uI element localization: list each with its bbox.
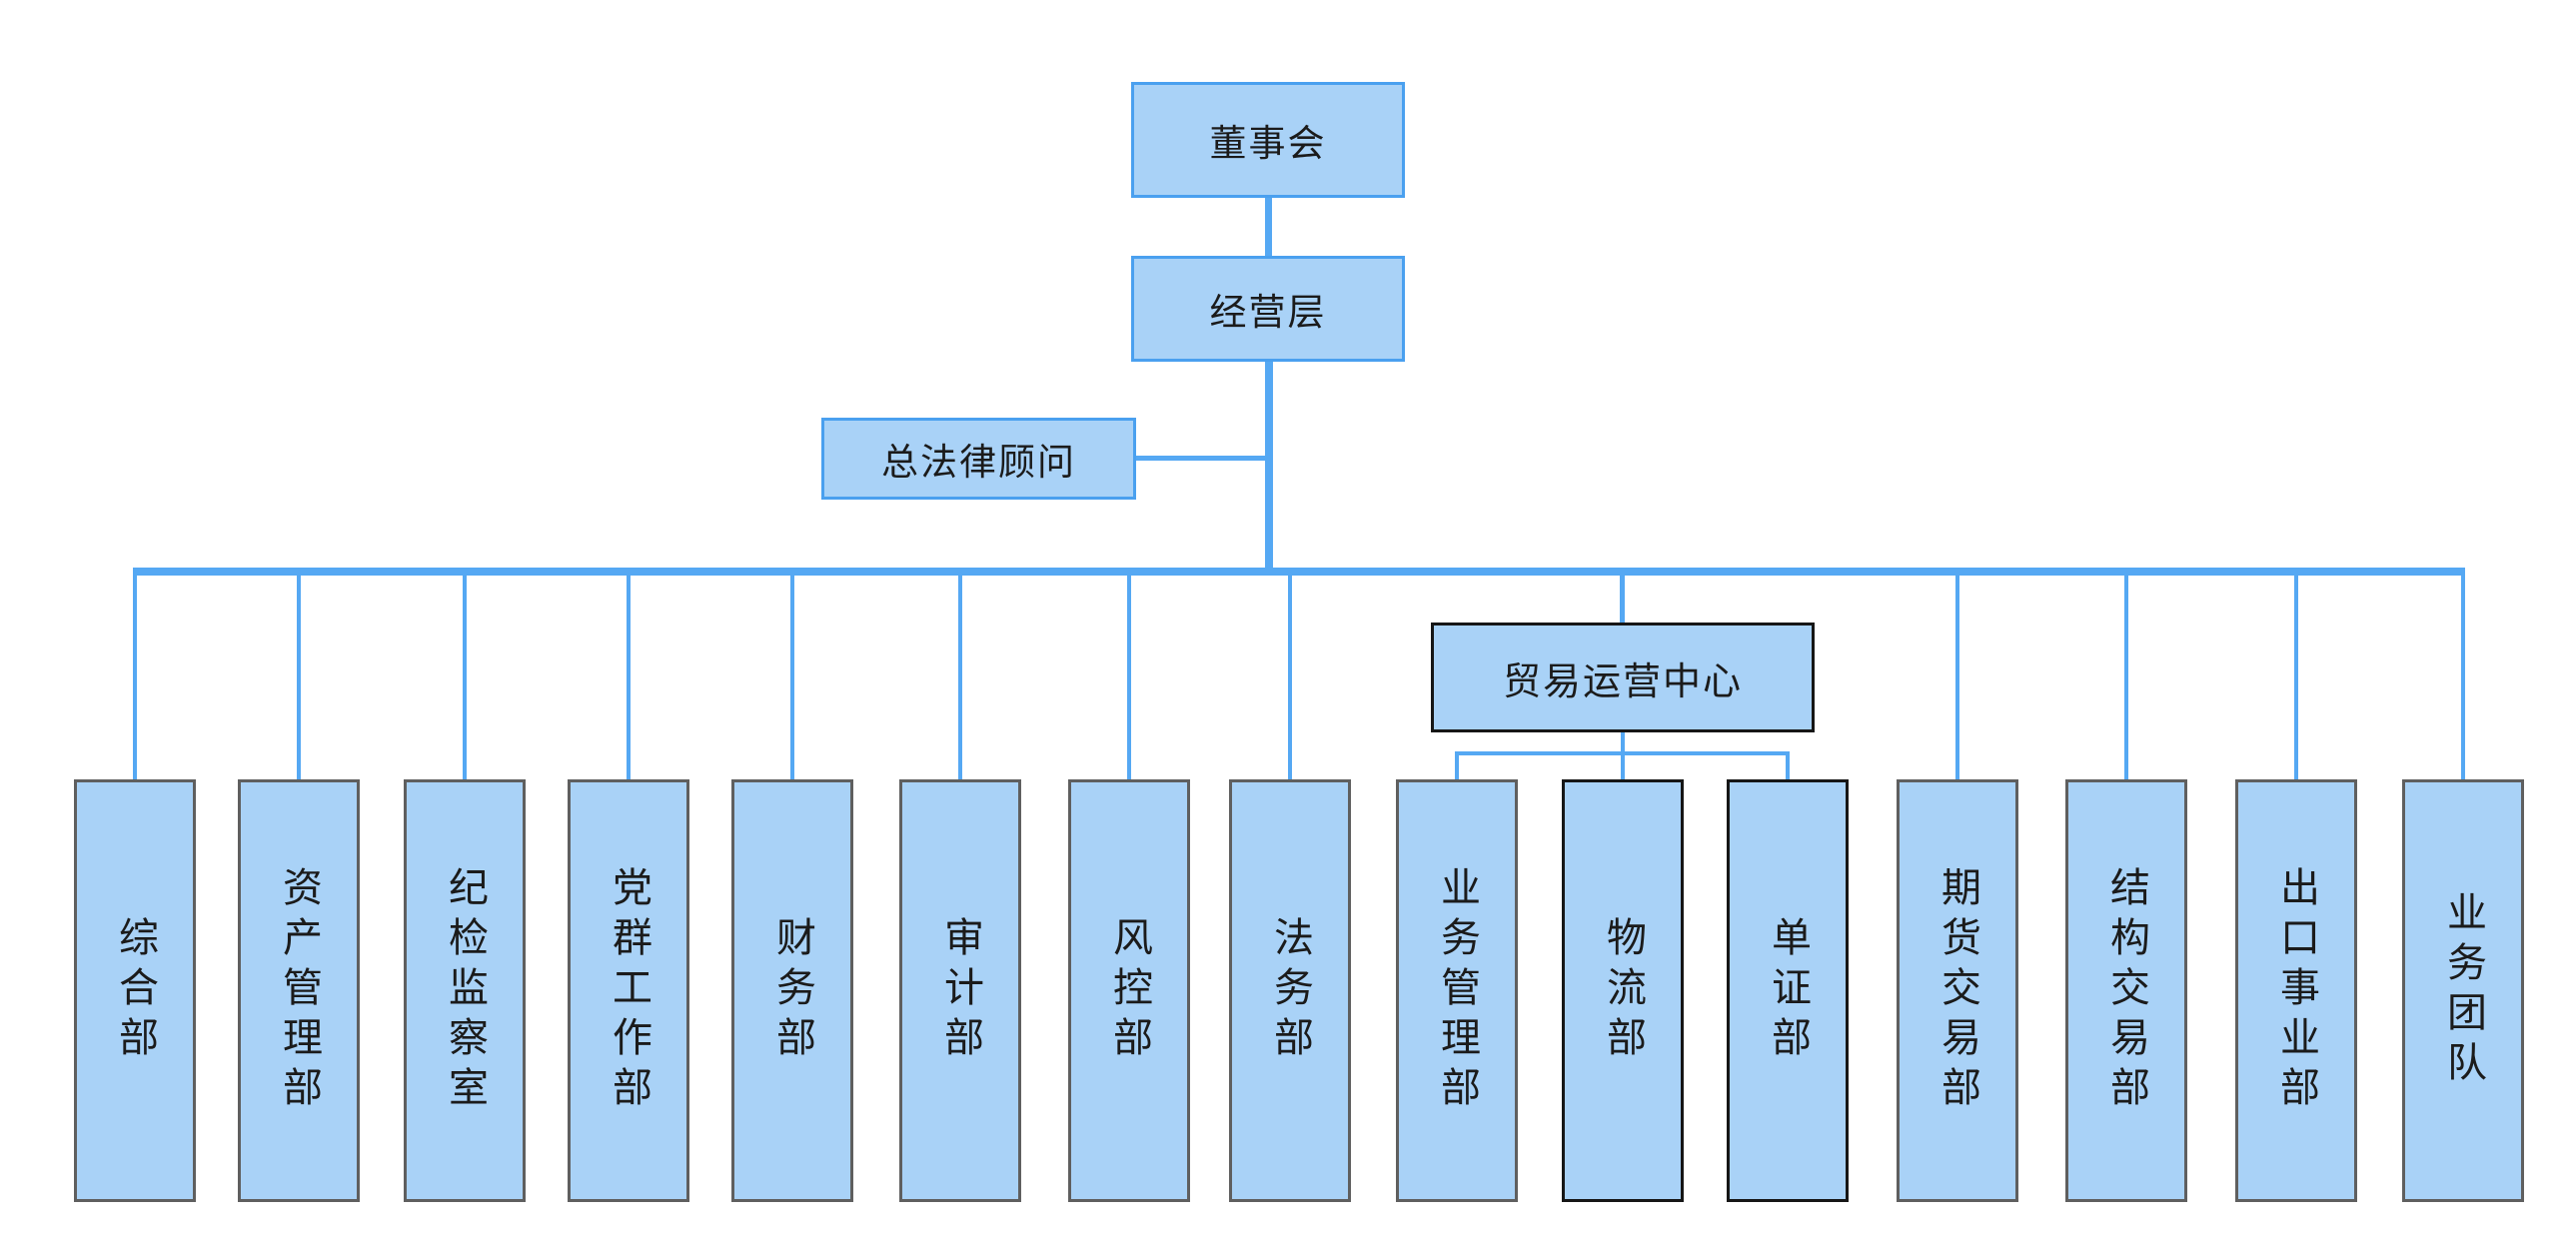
drop-trade-operations-center xyxy=(1620,572,1625,623)
dept-legal-affairs: 法务部 xyxy=(1229,779,1351,1202)
dept-structured-trading: 结构交易部 xyxy=(2065,779,2187,1202)
dept-risk-control: 风控部 xyxy=(1068,779,1190,1202)
drop-legal-affairs xyxy=(1288,572,1292,779)
drop-structured-trading xyxy=(2124,572,2128,779)
dept-finance: 财务部 xyxy=(731,779,853,1202)
drop-finance xyxy=(790,572,794,779)
dept-label: 财务部 xyxy=(770,915,814,1066)
drop-general-affairs xyxy=(133,572,137,779)
drop-futures-trading xyxy=(1955,572,1959,779)
dept-label: 业务团队 xyxy=(2441,890,2485,1091)
dept-general-affairs: 综合部 xyxy=(74,779,196,1202)
drop-asset-management xyxy=(297,572,301,779)
dept-business-team: 业务团队 xyxy=(2402,779,2524,1202)
main-bus-line xyxy=(133,568,2465,576)
connector-trade-center-stem xyxy=(1621,732,1625,751)
subdrop-documentation xyxy=(1786,751,1790,779)
connector-board-to-management xyxy=(1265,196,1272,258)
connector-legal-counsel-to-trunk xyxy=(1134,456,1269,461)
dept-asset-management: 资产管理部 xyxy=(238,779,360,1202)
drop-export-business xyxy=(2294,572,2298,779)
dept-label: 期货交易部 xyxy=(1935,865,1979,1116)
node-label: 经营层 xyxy=(1209,292,1327,333)
drop-audit xyxy=(958,572,962,779)
dept-label: 纪检监察室 xyxy=(443,865,487,1116)
dept-party-mass-work: 党群工作部 xyxy=(568,779,689,1202)
drop-discipline-inspection xyxy=(463,572,467,779)
subdrop-logistics xyxy=(1621,751,1625,779)
dept-label: 资产管理部 xyxy=(277,865,321,1116)
dept-audit: 审计部 xyxy=(899,779,1021,1202)
dept-label: 物流部 xyxy=(1601,915,1645,1066)
dept-export-business: 出口事业部 xyxy=(2235,779,2357,1202)
dept-label: 审计部 xyxy=(938,915,982,1066)
subdrop-business-management xyxy=(1455,751,1459,779)
dept-label: 出口事业部 xyxy=(2274,865,2318,1116)
dept-futures-trading: 期货交易部 xyxy=(1897,779,2018,1202)
drop-party-mass-work xyxy=(627,572,631,779)
dept-logistics: 物流部 xyxy=(1562,779,1684,1202)
dept-label: 单证部 xyxy=(1766,915,1810,1066)
dept-business-management: 业务管理部 xyxy=(1396,779,1518,1202)
drop-risk-control xyxy=(1127,572,1131,779)
node-label: 董事会 xyxy=(1209,123,1327,164)
dept-label: 法务部 xyxy=(1268,915,1312,1066)
dept-discipline-inspection: 纪检监察室 xyxy=(404,779,526,1202)
node-management-layer: 经营层 xyxy=(1131,256,1405,362)
node-label: 总法律顾问 xyxy=(881,442,1076,483)
dept-documentation: 单证部 xyxy=(1727,779,1849,1202)
dept-label: 业务管理部 xyxy=(1435,865,1479,1116)
node-board-of-directors: 董事会 xyxy=(1131,82,1405,198)
dept-label: 结构交易部 xyxy=(2104,865,2148,1116)
dept-label: 党群工作部 xyxy=(607,865,650,1116)
connector-management-trunk xyxy=(1265,360,1273,576)
node-trade-operations-center: 贸易运营中心 xyxy=(1431,623,1815,732)
drop-business-team xyxy=(2461,572,2465,779)
dept-label: 综合部 xyxy=(113,915,157,1066)
node-general-legal-counsel: 总法律顾问 xyxy=(821,418,1136,500)
node-label: 贸易运营中心 xyxy=(1502,660,1743,703)
dept-label: 风控部 xyxy=(1107,915,1151,1066)
